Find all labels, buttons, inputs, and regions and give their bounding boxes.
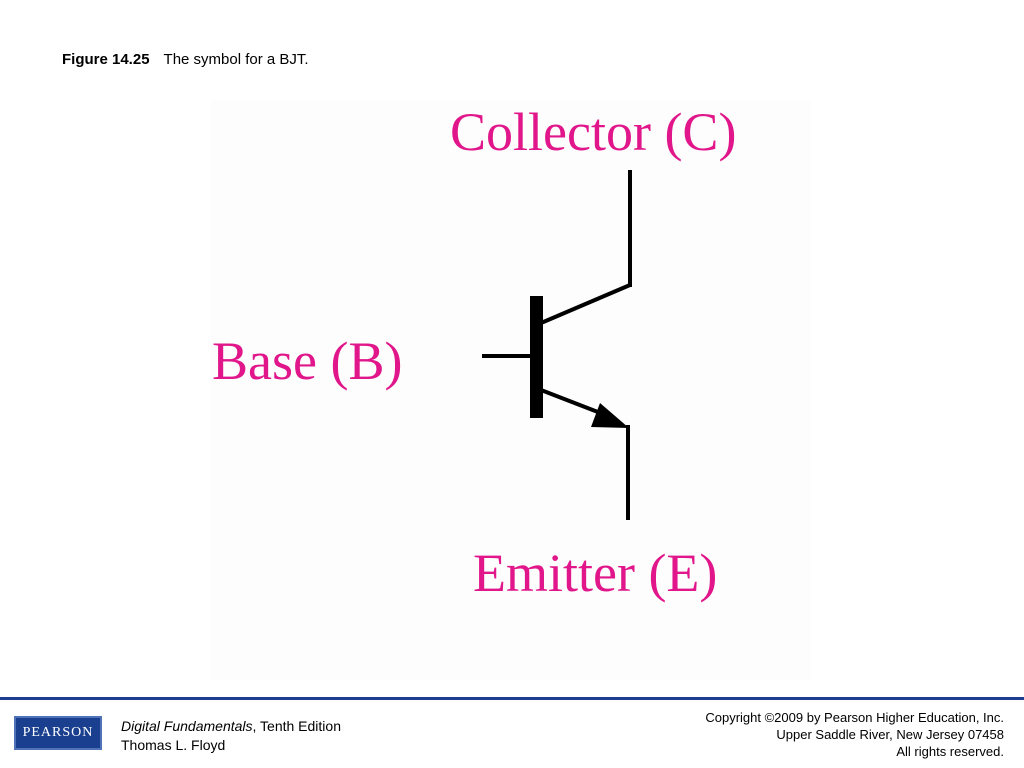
copyright-notice: Copyright ©2009 by Pearson Higher Educat… [584,709,1004,760]
footer-rule [0,697,1024,700]
emitter-arrowhead [591,403,629,428]
copyright-line-1: Copyright ©2009 by Pearson Higher Educat… [705,710,1004,725]
figure-number: Figure 14.25 [62,51,150,68]
book-title-line: Digital Fundamentals, Tenth Edition [121,717,341,736]
collector-label: Collector (C) [450,102,736,162]
collector-diagonal [540,283,631,325]
book-author: Thomas L. Floyd [121,737,226,753]
book-info: Digital Fundamentals, Tenth Edition Thom… [121,717,341,755]
base-label: Base (B) [212,331,402,391]
figure-caption: Figure 14.25 The symbol for a BJT. [62,51,309,69]
emitter-diagonal [540,388,604,416]
book-edition: , Tenth Edition [252,718,341,734]
base-bar [530,296,543,418]
emitter-label: Emitter (E) [473,543,717,603]
book-title: Digital Fundamentals [121,718,253,734]
pearson-logo-text: PEARSON [22,725,94,740]
diagram-panel [211,100,811,680]
copyright-line-3: All rights reserved. [896,744,1004,759]
figure-caption-text: The symbol for a BJT. [163,51,309,68]
copyright-line-2: Upper Saddle River, New Jersey 07458 [776,727,1004,742]
pearson-logo: PEARSON [14,716,102,750]
